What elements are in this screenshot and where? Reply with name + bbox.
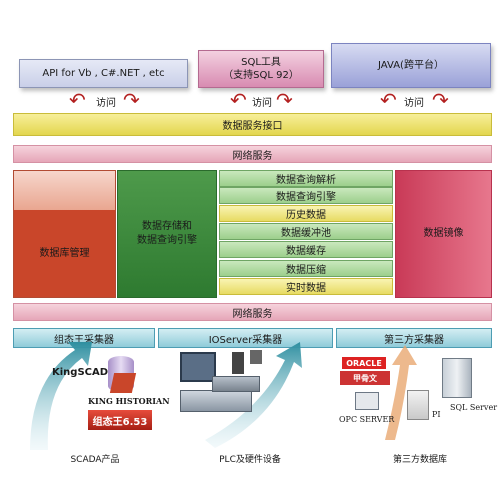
right-arrow-icon xyxy=(385,345,417,440)
curved-arrow-icon: ↷ xyxy=(276,88,293,112)
left-arrow-icon xyxy=(30,342,92,450)
plc-devices-label: PLC及硬件设备 xyxy=(219,455,281,465)
stack-item-label: 历史数据 xyxy=(286,210,326,221)
oracle-cn-logo: 甲骨文 xyxy=(340,371,390,385)
stack-item-label: 数据压缩 xyxy=(286,265,326,276)
stack-item-compression: 数据压缩 xyxy=(219,260,393,277)
stack-item-buffer-pool: 数据缓冲池 xyxy=(219,223,393,240)
pi-server-icon xyxy=(407,390,429,420)
storage-engine-module: 数据存储和 数据查询引擎 xyxy=(117,170,217,298)
stack-item-cache: 数据缓存 xyxy=(219,241,393,258)
curved-arrow-icon: ↶ xyxy=(230,88,247,112)
scada-products-label: SCADA产品 xyxy=(70,455,120,465)
sql-tool-label: SQL工具 xyxy=(241,57,281,68)
configking-logo-text: 组态王6.53 xyxy=(92,416,148,428)
java-client-box: JAVA(跨平台） xyxy=(331,43,491,88)
stack-item-history-data: 历史数据 xyxy=(219,205,393,222)
curved-arrow-icon: ↷ xyxy=(432,88,449,112)
curved-arrow-icon: ↶ xyxy=(69,88,86,112)
api-client-label: API for Vb , C#.NET , etc xyxy=(42,68,165,79)
configking-logo: 组态王6.53 xyxy=(88,410,152,430)
db-mirror-label: 数据镜像 xyxy=(423,228,464,239)
visit-label: 访问 xyxy=(404,98,424,109)
plc-rack-icon xyxy=(180,390,252,412)
sql-server-icon xyxy=(442,358,472,398)
db-management-top-shade xyxy=(13,170,116,210)
stack-item-realtime-data: 实时数据 xyxy=(219,278,393,295)
stack-item-label: 数据缓冲池 xyxy=(281,228,331,239)
curved-arrow-icon: ↶ xyxy=(380,88,397,112)
controller-icon xyxy=(232,352,244,374)
sql-tool-box: SQL工具 （支持SQL 92） xyxy=(198,50,324,88)
oracle-logo-text: ORACLE xyxy=(346,358,382,368)
db-management-module: 数据库管理 xyxy=(13,210,116,298)
network-service-label: 网络服务 xyxy=(232,308,273,320)
ioserver-collector: IOServer采集器 xyxy=(158,328,333,348)
king-historian-text: KING HISTORIAN xyxy=(88,396,170,406)
storage-engine-label-line1: 数据存储和 xyxy=(142,221,192,232)
visit-label: 访问 xyxy=(96,98,116,109)
visit-label: 访问 xyxy=(252,98,272,109)
opc-computer-icon xyxy=(355,392,379,410)
db-management-label: 数据库管理 xyxy=(39,248,90,259)
stack-item-label: 数据缓存 xyxy=(286,246,326,257)
java-client-label: JAVA(跨平台） xyxy=(378,60,444,71)
db-management-border xyxy=(13,170,116,298)
thirdparty-collector: 第三方采集器 xyxy=(336,328,492,348)
k-logo-icon xyxy=(109,373,137,393)
db-mirror-module: 数据镜像 xyxy=(395,170,492,298)
stack-item-label: 实时数据 xyxy=(286,283,326,294)
device-icon xyxy=(250,350,262,364)
kingscada-logo-text: KingSCADA xyxy=(52,367,116,378)
ioserver-collector-label: IOServer采集器 xyxy=(208,334,283,346)
upward-arrows-graphic xyxy=(30,342,417,450)
network-service-bar-bottom: 网络服务 xyxy=(13,303,492,321)
pi-label: PI xyxy=(432,410,441,419)
thirdparty-db-label: 第三方数据库 xyxy=(392,455,447,465)
stack-item-query-engine: 数据查询引擎 xyxy=(219,187,393,204)
network-service-label: 网络服务 xyxy=(232,150,273,162)
storage-engine-label-line2: 数据查询引擎 xyxy=(137,235,197,246)
configking-collector-label: 组态王采集器 xyxy=(54,334,114,346)
sql-server-label: SQL Server xyxy=(450,403,498,412)
data-service-interface-bar: 数据服务接口 xyxy=(13,113,492,136)
curved-arrow-icon: ↷ xyxy=(123,88,140,112)
oracle-logo: ORACLE xyxy=(342,357,386,369)
stack-item-query-parse: 数据查询解析 xyxy=(219,170,393,187)
stack-item-label: 数据查询解析 xyxy=(276,175,336,186)
middle-arrow-icon xyxy=(205,342,302,448)
stack-item-label: 数据查询引擎 xyxy=(276,192,336,203)
opc-server-label: OPC SERVER xyxy=(339,415,395,424)
plc-module-icon xyxy=(212,376,260,392)
sql-tool-sub-label: （支持SQL 92） xyxy=(223,70,299,81)
thirdparty-collector-label: 第三方采集器 xyxy=(384,334,444,346)
api-client-box: API for Vb , C#.NET , etc xyxy=(19,59,188,88)
monitor-icon xyxy=(180,352,216,382)
network-service-bar-top: 网络服务 xyxy=(13,145,492,163)
data-service-interface-label: 数据服务接口 xyxy=(222,121,283,132)
